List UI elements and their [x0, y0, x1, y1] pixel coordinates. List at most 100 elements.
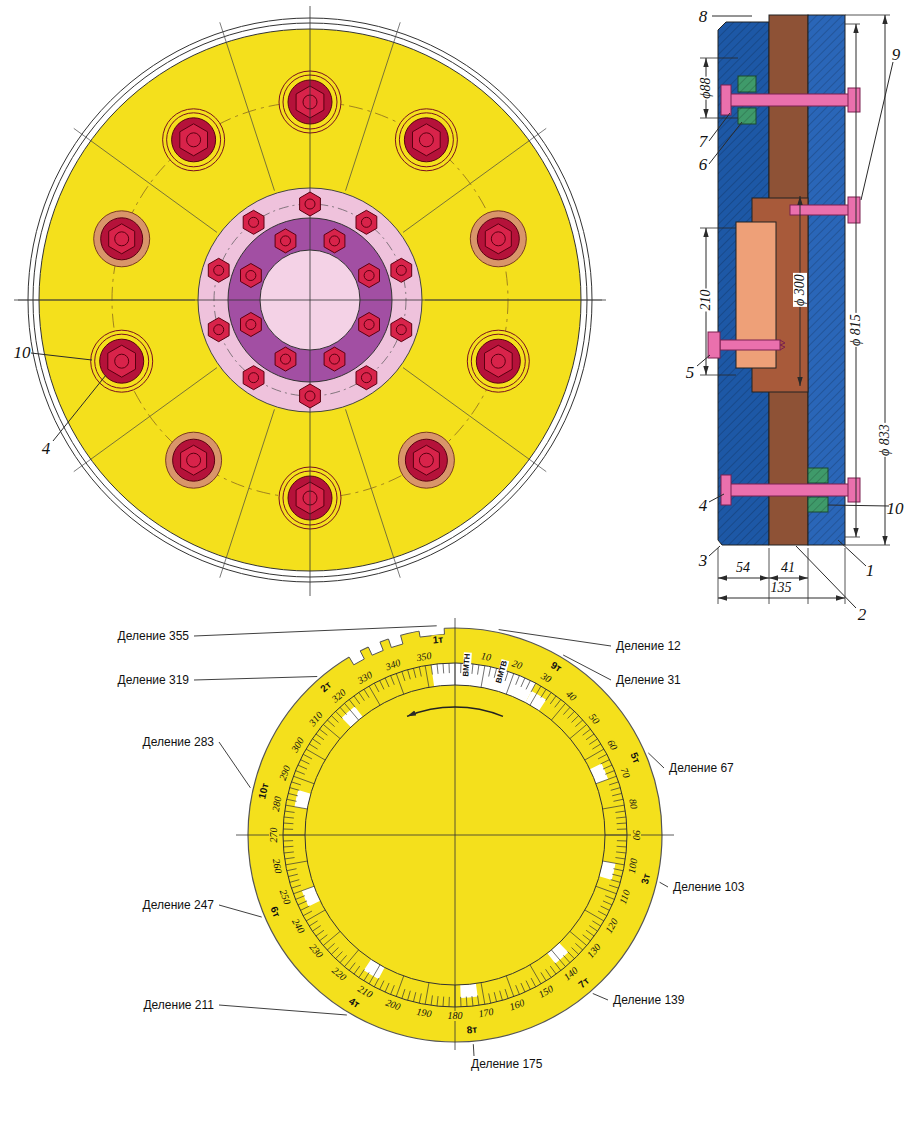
scale-tick [603, 805, 625, 809]
leader-line [194, 626, 437, 636]
scale-tick [380, 680, 384, 689]
bolt-center [214, 325, 224, 335]
scale-tick [364, 689, 369, 697]
scale-tick [283, 840, 293, 841]
center-line [455, 618, 456, 1050]
bolt-hex [413, 445, 439, 475]
scale-number: 40 [563, 689, 579, 704]
scale-tick [613, 799, 623, 801]
division-label: Деление 355 [117, 630, 190, 642]
scale-tick [425, 983, 429, 1005]
leader-line [861, 62, 893, 200]
scale-tick [617, 828, 627, 829]
scale-tick [448, 997, 449, 1007]
scale-tick [431, 665, 432, 675]
scale-tick [316, 930, 324, 936]
leader-line [796, 546, 856, 608]
bolt-hex [108, 345, 136, 377]
cylinder-mark [302, 886, 320, 906]
scale-tick [413, 668, 415, 678]
scale-tick [283, 828, 293, 829]
bolt-center [115, 354, 129, 368]
scale-tick [336, 711, 343, 718]
dial-notch [387, 630, 403, 647]
scale-tick [521, 678, 525, 687]
leader-line [219, 905, 262, 917]
leader-line [194, 677, 317, 680]
scale-tick [359, 692, 365, 700]
scale-tick [589, 739, 597, 745]
scale-tick [296, 896, 305, 900]
scale-tick [331, 716, 338, 723]
scale-tick [575, 720, 582, 727]
scale-tick [568, 711, 575, 718]
bolt-nut [848, 88, 860, 112]
scale-tick [541, 972, 546, 980]
scale-tick [385, 678, 389, 687]
dimension-label: 135 [770, 581, 793, 595]
bolt-center [396, 265, 406, 275]
scale-tick [550, 966, 556, 974]
scale-tick [408, 670, 411, 680]
scale-number: 110 [618, 888, 633, 907]
timing-dial [194, 618, 674, 1056]
scale-tick [298, 901, 307, 905]
scale-tick [359, 969, 365, 977]
bolt-hex [300, 192, 321, 216]
scale-tick [309, 744, 317, 749]
axis-line [346, 409, 401, 577]
scale-tick [472, 664, 473, 674]
bolt-center [249, 217, 259, 227]
scale-tick [402, 989, 405, 999]
bolt-head [404, 118, 448, 162]
bolt-hex [275, 229, 296, 253]
scale-tick [419, 993, 421, 1003]
bolt-hex [359, 264, 380, 288]
cylinder-mark [460, 984, 477, 998]
callout-number: 2 [857, 606, 868, 623]
scale-tick [419, 667, 421, 677]
cylinder-label: 10т [257, 781, 271, 801]
division-label: Деление 211 [142, 999, 215, 1011]
scale-tick [596, 886, 617, 894]
scale-tick [312, 739, 320, 745]
scale-number: 250 [277, 887, 292, 906]
scale-tick [506, 673, 514, 694]
scale-tick [601, 906, 610, 910]
bolt-center [305, 199, 315, 209]
scale-number: 30 [538, 671, 553, 686]
scale-tick [327, 720, 334, 727]
washer-ring [395, 109, 457, 171]
scale-tick [489, 993, 491, 1003]
scale-tick [319, 935, 327, 941]
bolt-head [721, 475, 731, 505]
scale-number: 340 [383, 657, 402, 672]
scale-number: 80 [627, 797, 639, 811]
leader-line [709, 122, 742, 164]
bolt-center [281, 354, 291, 364]
bolt-center [491, 354, 505, 368]
bolt-center [281, 236, 291, 246]
scale-tick [316, 734, 324, 740]
scale-tick [288, 793, 298, 795]
scale-tick [481, 666, 485, 688]
bolt-head [172, 118, 216, 162]
bushing [738, 108, 756, 124]
scale-tick [617, 823, 627, 825]
dimension-line [718, 598, 845, 599]
scale-tick [541, 689, 546, 697]
dimension-line [769, 578, 808, 579]
axis-line [220, 409, 275, 577]
division-label: Деление 12 [615, 640, 682, 652]
bushing [738, 76, 756, 92]
bolt-shank [790, 205, 850, 215]
extension-line [700, 228, 736, 229]
extension-line [845, 545, 890, 546]
scale-tick [616, 817, 626, 818]
hatching [808, 468, 828, 483]
scale-tick [285, 811, 295, 812]
cylinder-label: 7т [576, 975, 592, 991]
division-label: Деление 67 [668, 762, 735, 774]
scale-tick [550, 696, 556, 704]
